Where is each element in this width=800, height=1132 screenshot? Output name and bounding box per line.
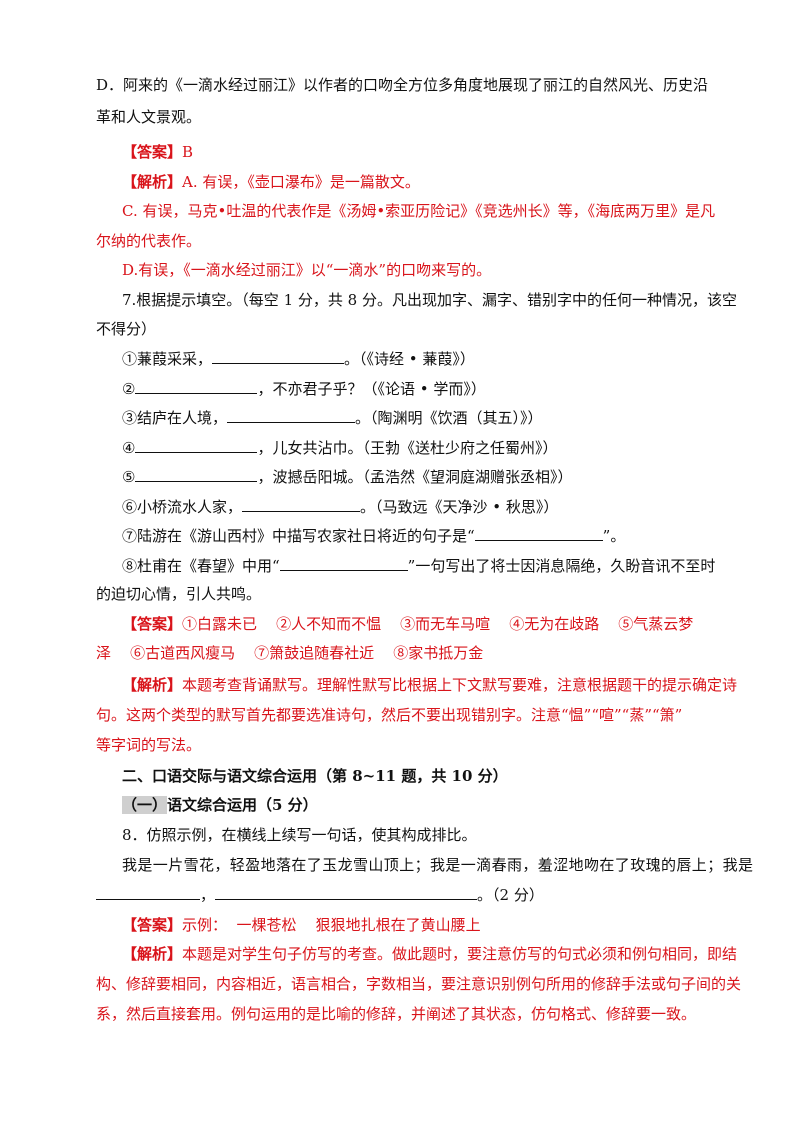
q6-analysis-d: D.有误，《一滴水经过丽江》以“一滴水”的口吻来写的。 — [122, 261, 492, 279]
option-d-line2: 革和人文景观。 — [96, 108, 202, 126]
blank[interactable] — [135, 466, 258, 482]
q8-analysis-line2: 构、修辞要相同，内容相近，语言相合，字数相当，要注意识别例句所用的修辞手法或句子… — [96, 975, 742, 993]
q8-analysis-line3: 系，然后直接套用。例句运用的是比喻的修辞，并阐述了其状态，仿句格式、修辞要一致。 — [96, 1005, 697, 1023]
blank[interactable] — [279, 555, 408, 571]
q7-item-8-line2: 的迫切心情，引人共鸣。 — [96, 585, 262, 603]
q6-analysis-a: 【解析】A. 有误，《壶口瀑布》是一篇散文。 — [122, 173, 420, 191]
q7-analysis-line3: 等字词的写法。 — [96, 736, 202, 754]
q7-item-6: ⑥小桥流水人家，。（马致远《天净沙 • 秋思》） — [122, 496, 559, 516]
blank[interactable] — [474, 525, 603, 541]
blank[interactable] — [212, 348, 345, 364]
q7-item-8-line1: ⑧杜甫在《春望》中用“”一句写出了将士因消息隔绝，久盼音讯不至时 — [122, 555, 716, 575]
q7-stem-line1: 7.根据提示填空。（每空 1 分，共 8 分。凡出现加字、漏字、错别字中的任何一… — [122, 291, 737, 309]
q8-answer: 【答案】示例： 一棵苍松 狠狠地扎根在了黄山腰上 — [122, 916, 481, 934]
q8-example: 我是一片雪花，轻盈地落在了玉龙雪山顶上；我是一滴春雨，羞涩地吻在了玫瑰的唇上；我… — [122, 856, 754, 874]
q8-analysis-line1: 【解析】本题是对学生句子仿写的考查。做此题时，要注意仿写的句式必须和例句相同，即… — [122, 945, 738, 963]
q7-item-3: ③结庐在人境，。（陶渊明《饮酒（其五）》） — [122, 407, 543, 427]
q7-item-7: ⑦陆游在《游山西村》中描写农家社日将近的句子是“”。 — [122, 525, 626, 545]
section-2-heading: 二、口语交际与语文综合运用（第 8~11 题，共 10 分） — [122, 767, 508, 785]
q7-answer-line1: 【答案】①白露未已 ②人不知而不愠 ③而无车马喧 ④无为在歧路 ⑤气蒸云梦 — [122, 615, 694, 633]
q7-stem-line2: 不得分） — [96, 320, 157, 338]
q8-stem: 8．仿照示例，在横线上续写一句话，使其构成排比。 — [122, 826, 477, 844]
option-d-line1: D．阿来的《一滴水经过丽江》以作者的口吻全方位多角度地展现了丽江的自然风光、历史… — [96, 76, 709, 94]
q7-item-2: ②，不亦君子乎？（《论语 • 学而》） — [122, 378, 486, 398]
q7-item-4: ④，儿女共沾巾。（王勃《送杜少府之任蜀州》） — [122, 437, 558, 457]
q6-analysis-c1: C. 有误，马克•吐温的代表作是《汤姆•索亚历险记》《竞选州长》等，《海底两万里… — [122, 202, 716, 220]
subsection-heading: （一）语文综合运用（5 分） — [122, 796, 318, 814]
blank[interactable] — [135, 437, 258, 453]
q6-answer: 【答案】B — [122, 143, 194, 161]
blank[interactable] — [242, 496, 361, 512]
q7-item-1: ①蒹葭采采，。（《诗经 • 蒹葭》） — [122, 348, 475, 368]
q7-analysis-line1: 【解析】本题考查背诵默写。理解性默写比根据上下文默写要难，注意根据题干的提示确定… — [122, 676, 738, 694]
blank[interactable] — [96, 884, 200, 900]
blank[interactable] — [227, 407, 356, 423]
blank[interactable] — [135, 378, 258, 394]
q6-analysis-c2: 尔纳的代表作。 — [96, 232, 202, 250]
q7-item-5: ⑤，波撼岳阳城。（孟浩然《望洞庭湖赠张丞相》） — [122, 466, 573, 486]
q7-answer-line2: 泽 ⑥古道西风瘦马 ⑦箫鼓追随春社近 ⑧家书抵万金 — [96, 644, 484, 662]
q7-analysis-line2: 句。这两个类型的默写首先都要选准诗句，然后不要出现错别字。注意“愠”“喧”“蒸”… — [96, 706, 683, 724]
blank[interactable] — [215, 884, 478, 900]
q8-blanks: ，。（2 分） — [96, 884, 544, 905]
